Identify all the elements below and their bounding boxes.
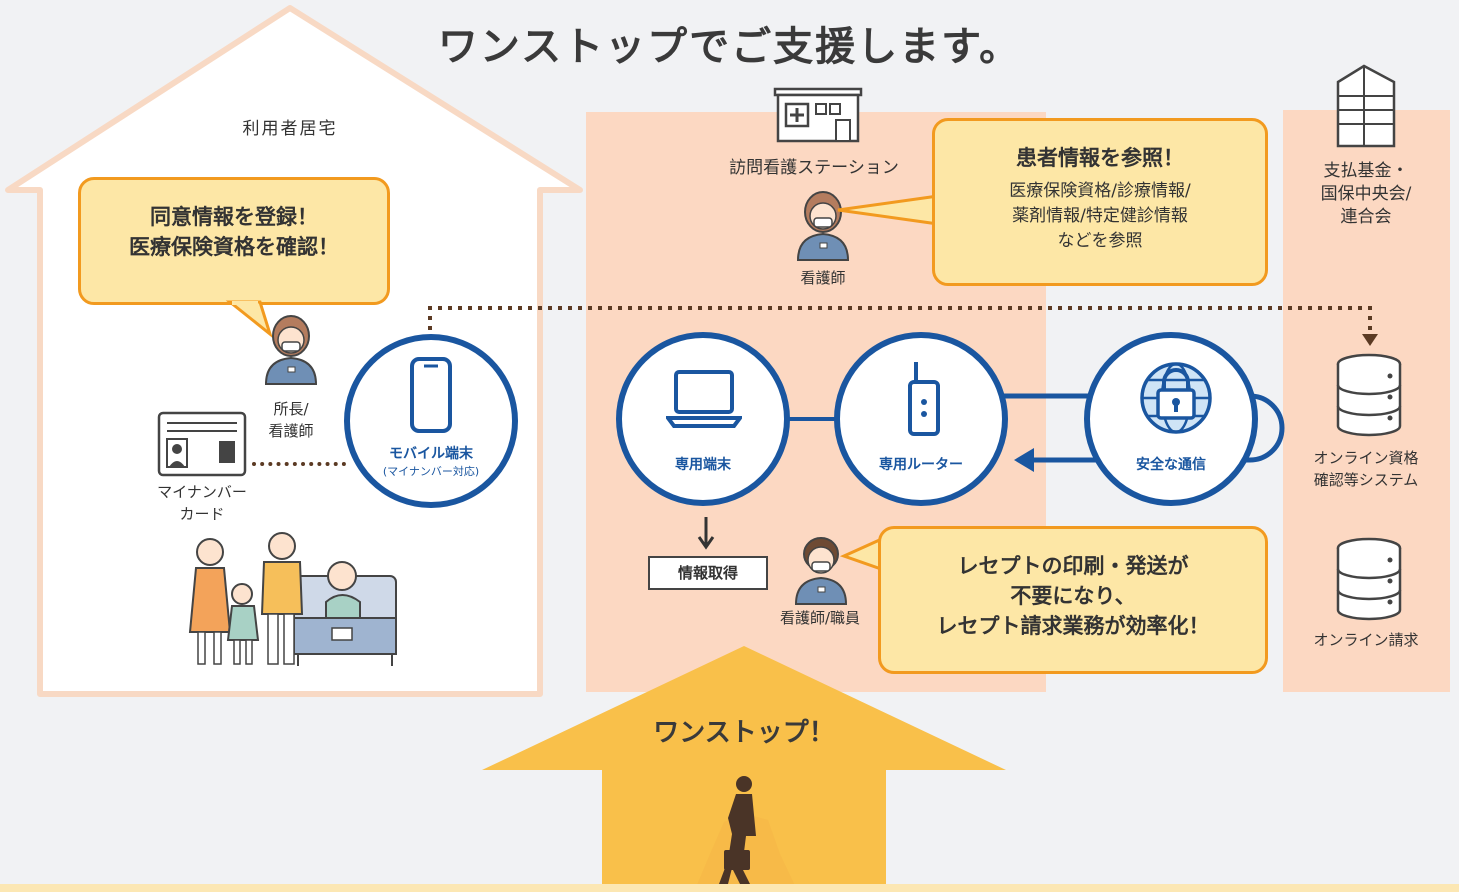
mobile-terminal-sublabel: (マイナンバー対応) xyxy=(382,465,480,478)
mobile-terminal-node[interactable]: モバイル端末 (マイナンバー対応) xyxy=(344,334,518,508)
org-line2: 国保中央会/ xyxy=(1320,184,1412,204)
mynumber-card-icon xyxy=(157,411,247,477)
patient-info-bubble: 患者情報を参照！ 医療保険資格/診療情報/ 薬剤情報/特定健診情報 などを参照 xyxy=(932,118,1268,286)
org-building-icon xyxy=(1336,64,1396,148)
station-title: 訪問看護ステーション xyxy=(729,158,899,178)
online-billing-label: オンライン請求 xyxy=(1313,631,1419,649)
director-label-2: 看護師 xyxy=(268,422,314,440)
online-billing-db-icon xyxy=(1336,537,1402,621)
onestop-label: ワンストップ！ xyxy=(653,718,835,748)
router-icon xyxy=(908,362,940,436)
director-person-icon xyxy=(264,315,318,385)
mynumber-card-label-1: マイナンバー xyxy=(157,483,247,501)
online-qualification-line1: オンライン資格 xyxy=(1313,449,1419,467)
patient-info-line3: などを参照 xyxy=(1057,231,1143,251)
headline: ワンストップでご支援します。 xyxy=(437,24,1022,70)
mynumber-card-label-2: カード xyxy=(179,505,225,523)
patient-info-bubble-tail xyxy=(837,194,940,226)
director-label-1: 所長/ xyxy=(273,400,309,418)
dedicated-router-label: 専用ルーター xyxy=(879,457,963,473)
online-qualification-line2: 確認等システム xyxy=(1313,471,1419,489)
station-nurse-label: 看護師 xyxy=(800,269,846,287)
down-arrow-icon xyxy=(697,517,715,550)
secure-communication-node[interactable]: 安全な通信 xyxy=(1084,332,1258,506)
receipt-bubble: レセプトの印刷・発送が 不要になり、 レセプト請求業務が効率化！ xyxy=(878,526,1268,674)
dedicated-terminal-label: 専用端末 xyxy=(675,457,731,473)
secure-communication-label: 安全な通信 xyxy=(1136,457,1206,473)
globe-lock-icon xyxy=(1140,362,1212,434)
smartphone-icon xyxy=(410,357,452,433)
card-mobile-dotted-link xyxy=(252,462,346,466)
org-line1: 支払基金・ xyxy=(1323,161,1409,181)
org-line3: 連合会 xyxy=(1340,207,1392,227)
station-nurse-icon xyxy=(796,191,850,261)
laptop-icon xyxy=(666,370,742,428)
consent-bubble: 同意情報を登録！ 医療保険資格を確認！ xyxy=(78,177,390,305)
receipt-line3: レセプト請求業務が効率化！ xyxy=(936,614,1210,638)
terminal-router-link xyxy=(786,417,838,421)
mobile-terminal-label: モバイル端末 xyxy=(389,446,473,462)
family-illustration xyxy=(188,532,397,666)
patient-info-title: 患者情報を参照！ xyxy=(1016,146,1184,170)
patient-info-line1: 医療保険資格/診療情報/ xyxy=(1009,181,1191,201)
patient-info-line2: 薬剤情報/特定健診情報 xyxy=(1012,206,1188,226)
consent-bubble-line1: 同意情報を登録！ xyxy=(150,205,318,229)
dedicated-terminal-node[interactable]: 専用端末 xyxy=(616,332,790,506)
bottom-strip xyxy=(0,884,1459,892)
online-qualification-db-icon xyxy=(1336,353,1402,437)
staff-label: 看護師/職員 xyxy=(779,609,861,627)
dedicated-router-node[interactable]: 専用ルーター xyxy=(834,332,1008,506)
receipt-line2: 不要になり、 xyxy=(1010,584,1136,608)
staff-person-icon xyxy=(794,537,848,605)
consent-bubble-tail xyxy=(225,300,273,339)
dotted-connector xyxy=(428,306,1378,346)
station-building-icon xyxy=(773,87,863,143)
secure-loop-link xyxy=(1004,393,1285,472)
info-acquisition-box: 情報取得 xyxy=(648,556,768,590)
receipt-line1: レセプトの印刷・発送が xyxy=(957,554,1189,578)
consent-bubble-line2: 医療保険資格を確認！ xyxy=(129,235,339,259)
home-title: 利用者居宅 xyxy=(242,119,338,139)
walking-person-icon xyxy=(716,776,756,892)
